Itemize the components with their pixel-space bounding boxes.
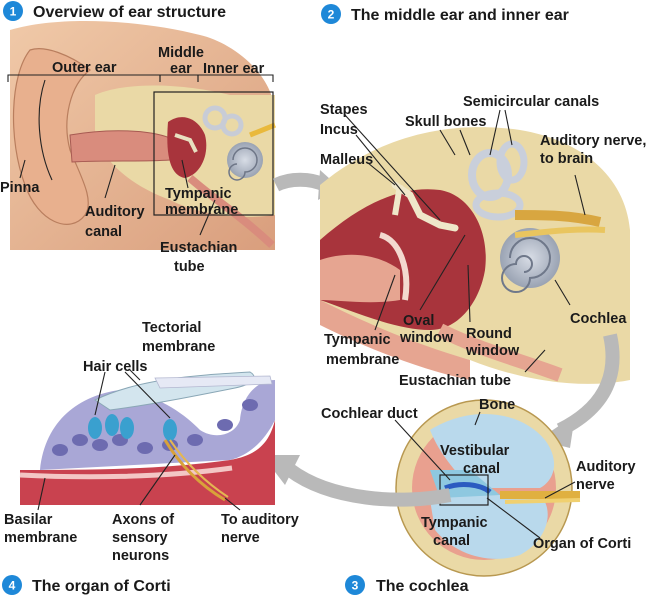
label-p1-tympanic-line2: membrane (165, 202, 238, 218)
panel4-number-badge (2, 575, 22, 595)
label-outer-ear: Outer ear (52, 60, 117, 76)
label-skull-bones: Skull bones (405, 114, 486, 130)
label-round-window-line1: Round (466, 326, 512, 342)
panel3-title: The cochlea (376, 578, 469, 595)
label-vestibular-canal-line1: Vestibular (440, 443, 510, 459)
panel3-number-badge (345, 575, 365, 595)
label-auditory-canal-line1: Auditory (85, 204, 145, 220)
label-cochlea: Cochlea (570, 311, 627, 327)
label-tympanic-canal-line1: Tympanic (421, 515, 488, 531)
label-p1-eustachian-line2: tube (174, 259, 205, 275)
label-vestibular-canal-line2: canal (463, 461, 500, 477)
panel1-number: 1 (10, 5, 17, 19)
label-incus: Incus (320, 122, 358, 138)
label-stapes: Stapes (320, 102, 368, 118)
label-to-auditory-nerve-line1: To auditory (221, 512, 299, 528)
label-axons-line2: sensory (112, 530, 168, 546)
panel2-number: 2 (328, 8, 335, 22)
arrow-1-to-2 (272, 172, 328, 192)
label-p2-tympanic-line2: membrane (326, 352, 399, 368)
label-round-window-line2: window (465, 343, 520, 359)
arrow-3-to-4 (285, 464, 452, 507)
label-middle-ear-line1: Middle (158, 45, 204, 61)
panel1-illustration (10, 20, 276, 251)
panel2-title: The middle ear and inner ear (351, 7, 569, 24)
panel4-heading: 4 The organ of Corti (2, 575, 171, 595)
label-p1-tympanic-line1: Tympanic (165, 186, 232, 202)
label-auditory-nerve-brain-line2: to brain (540, 151, 593, 167)
panel4-number: 4 (9, 579, 16, 593)
label-p2-eustachian-tube: Eustachian tube (399, 373, 511, 389)
panel1-number-badge (3, 1, 23, 21)
label-p3-auditory-nerve-line2: nerve (576, 477, 615, 493)
label-semicircular-canals: Semicircular canals (463, 94, 599, 110)
label-auditory-canal-line2: canal (85, 224, 122, 240)
label-p2-tympanic-line1: Tympanic (324, 332, 391, 348)
panel3-number: 3 (352, 579, 359, 593)
label-oval-window-line2: window (399, 330, 454, 346)
label-hair-cells: Hair cells (83, 359, 148, 375)
panel2-heading: 2 The middle ear and inner ear (321, 4, 569, 24)
label-tympanic-canal-line2: canal (433, 533, 470, 549)
label-basilar-membrane-line1: Basilar (4, 512, 53, 528)
panel1-heading: 1 Overview of ear structure (3, 1, 226, 21)
label-middle-ear-line2: ear (170, 61, 192, 77)
panel3-heading: 3 The cochlea (345, 575, 469, 595)
label-oval-window-line1: Oval (403, 313, 434, 329)
label-organ-of-corti: Organ of Corti (533, 536, 631, 552)
panel2-number-badge (321, 4, 341, 24)
label-bone: Bone (479, 397, 515, 413)
label-axons-line1: Axons of (112, 512, 174, 528)
label-tectorial-membrane-line1: Tectorial (142, 320, 201, 336)
label-p1-eustachian-line1: Eustachian (160, 240, 237, 256)
label-axons-line3: neurons (112, 548, 169, 564)
label-malleus: Malleus (320, 152, 373, 168)
panel3-illustration (395, 399, 581, 577)
panel4-title: The organ of Corti (32, 578, 171, 595)
panel4-illustration (19, 371, 275, 505)
label-pinna: Pinna (0, 180, 40, 196)
panel2-illustration (320, 127, 630, 384)
leader-lines (7, 74, 586, 539)
label-basilar-membrane-line2: membrane (4, 530, 77, 546)
panel1-title: Overview of ear structure (33, 4, 226, 21)
label-auditory-nerve-brain-line1: Auditory nerve, (540, 133, 646, 149)
label-to-auditory-nerve-line2: nerve (221, 530, 260, 546)
label-cochlear-duct: Cochlear duct (321, 406, 418, 422)
label-p3-auditory-nerve-line1: Auditory (576, 459, 636, 475)
label-inner-ear: Inner ear (203, 61, 265, 77)
label-tectorial-membrane-line2: membrane (142, 339, 215, 355)
